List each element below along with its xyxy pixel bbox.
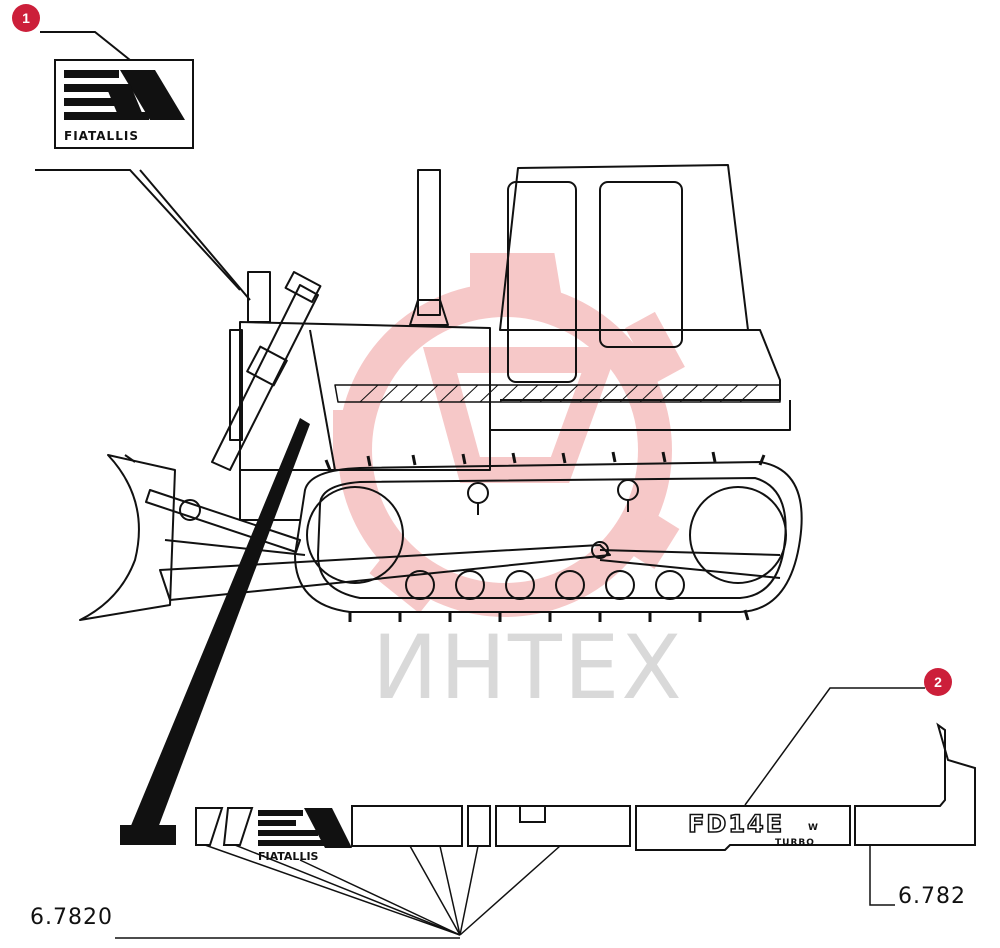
decal-brand-label: FIATALLIS [258, 850, 319, 863]
decal-strip [195, 722, 976, 851]
decal-model-suffix: W [808, 823, 818, 833]
watermark-text: ИНТЕХ [372, 616, 684, 719]
fiatallis-logo-box [54, 59, 194, 149]
callout-2[interactable]: 2 [924, 668, 952, 696]
bulldozer-drawing [79, 164, 803, 622]
decal-leader-lines [115, 687, 925, 939]
decal-pointer-line [130, 418, 310, 828]
fiatallis-logo-icon [64, 70, 185, 120]
decal-logo-icon [258, 808, 352, 848]
part-ref-left: 6.7820 [30, 905, 113, 930]
decal-model-sub: TURBO [775, 838, 815, 848]
logo-box-brand: FIATALLIS [64, 129, 139, 143]
decal-model-label: FD14E [688, 810, 784, 838]
callout-1-leader [35, 31, 251, 301]
part-ref-right: 6.782 [898, 884, 966, 909]
callout-1[interactable]: 1 [12, 4, 40, 32]
